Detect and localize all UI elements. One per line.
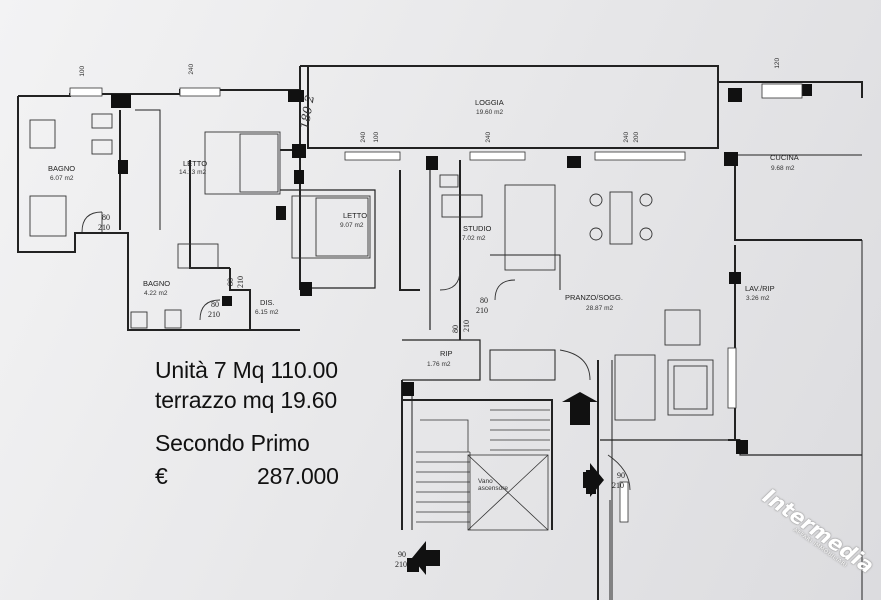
room-name-bagno-1: BAGNO: [48, 164, 76, 173]
summary-line-terrace: terrazzo mq 19.60: [155, 387, 337, 413]
door-height: 210: [208, 310, 220, 319]
window-dim: 240: [360, 131, 368, 143]
room-name-letto-1: LETTO: [183, 159, 208, 168]
room-name-studio: STUDIO: [463, 224, 492, 233]
window-dim: 100: [373, 131, 381, 143]
room-area-letto-2: 9.07 m2: [340, 222, 364, 229]
door-height: 210: [236, 276, 245, 288]
room-name-cucina: CUCINA: [770, 153, 799, 162]
summary-price: 287.000: [257, 463, 339, 489]
door-height: 210: [395, 560, 407, 569]
room-area-dis: 6.15 m2: [255, 309, 279, 316]
room-area-cucina: 9.68 m2: [771, 165, 795, 172]
door-height: 210: [612, 481, 624, 490]
window-dim: 240: [188, 63, 196, 75]
room-name-letto-2: LETTO: [343, 211, 368, 220]
room-area-lavrip: 3.26 m2: [746, 295, 770, 302]
door-height: 210: [476, 306, 488, 315]
window-dim: 120: [774, 57, 782, 69]
room-area-bagno-1: 6.07 m2: [50, 175, 74, 182]
door-width: 80: [211, 300, 219, 309]
room-area-pranzo: 28.87 m2: [586, 305, 614, 312]
room-area-letto-1: 14.13 m2: [179, 169, 207, 176]
door-width: 80: [480, 296, 488, 305]
door-width: 90: [398, 550, 406, 559]
room-area-studio: 7.02 m2: [462, 235, 486, 242]
door-width: 90: [617, 471, 625, 480]
summary-line-unit: Unità 7 Mq 110.00: [155, 357, 338, 383]
door-height: 210: [462, 320, 471, 332]
room-name-pranzo: PRANZO/SOGG.: [565, 293, 623, 302]
room-name-dis: DIS.: [260, 298, 275, 307]
room-name-loggia: LOGGIA: [475, 98, 504, 107]
door-width: 80: [451, 325, 460, 333]
room-area-bagno-2: 4.22 m2: [144, 290, 168, 297]
door-height: 210: [98, 223, 110, 232]
room-name-bagno-2: BAGNO: [143, 279, 171, 288]
window-dim: 240: [623, 131, 631, 143]
summary-currency: €: [155, 463, 168, 489]
door-width: 80: [102, 213, 110, 222]
summary-line-floor: Secondo Primo: [155, 430, 310, 456]
room-name-rip: RIP: [440, 349, 453, 358]
room-area-loggia: 19.60 m2: [476, 109, 504, 116]
room-name-lavrip: LAV./RIP: [745, 284, 775, 293]
window-dim: 240: [485, 131, 493, 143]
room-name-vano: Vano ascensore: [478, 478, 508, 493]
window-dim: 200: [633, 131, 641, 143]
door-width: 80: [226, 278, 235, 286]
window-dim: 100: [79, 65, 87, 77]
room-area-rip: 1.76 m2: [427, 361, 451, 368]
